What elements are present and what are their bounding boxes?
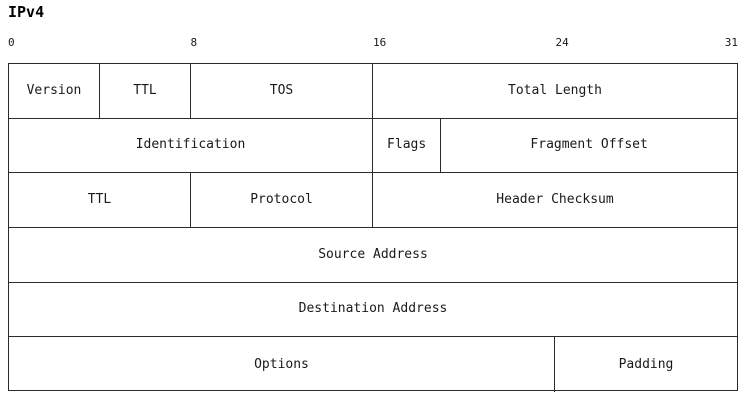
bit-tick-16: 16: [373, 36, 387, 49]
field-cell-version: Version: [9, 64, 100, 118]
field-label: Header Checksum: [496, 192, 614, 208]
bit-tick-0: 0: [8, 36, 15, 49]
field-cell-ttl: TTL: [100, 64, 191, 118]
field-label: Source Address: [318, 246, 428, 262]
field-label: Total Length: [508, 82, 602, 98]
field-cell-total-length: Total Length: [373, 64, 737, 118]
field-label: Padding: [618, 356, 674, 372]
field-cell-destination-address: Destination Address: [9, 283, 737, 337]
field-cell-ttl: TTL: [9, 173, 191, 227]
page-title: IPv4: [8, 3, 45, 21]
field-cell-header-checksum: Header Checksum: [373, 173, 737, 227]
field-label: TTL: [133, 82, 157, 98]
table-row: Source Address: [9, 228, 737, 283]
field-label: Protocol: [250, 192, 313, 208]
field-cell-source-address: Source Address: [9, 228, 737, 282]
field-cell-options: Options: [9, 337, 555, 392]
field-label: Fragment Offset: [530, 137, 648, 153]
table-row: Identification Flags Fragment Offset: [9, 118, 737, 174]
bit-tick-31: 31: [724, 36, 738, 49]
field-cell-fragment-offset: Fragment Offset: [441, 119, 737, 173]
field-cell-identification: Identification: [9, 118, 373, 173]
field-cell-flags: Flags: [373, 118, 442, 173]
field-label: Options: [254, 356, 309, 372]
field-cell-padding: Padding: [555, 337, 737, 392]
field-cell-protocol: Protocol: [191, 173, 373, 227]
bit-position-ruler: 0 8 16 24 31: [8, 36, 738, 56]
field-label: TTL: [87, 192, 112, 208]
field-label: Flags: [387, 137, 427, 153]
table-row: Version TTL TOS Total Length: [9, 64, 737, 119]
field-cell-tos: TOS: [191, 64, 373, 118]
field-label: Destination Address: [298, 301, 448, 317]
table-row: Options Padding: [9, 337, 737, 392]
table-row: TTL Protocol Header Checksum: [9, 173, 737, 228]
field-label: Identification: [135, 137, 246, 153]
table-row: Destination Address: [9, 283, 737, 338]
bit-tick-24: 24: [555, 36, 569, 49]
bit-tick-8: 8: [190, 36, 198, 49]
field-label: Version: [26, 82, 82, 98]
field-label: TOS: [269, 82, 294, 98]
